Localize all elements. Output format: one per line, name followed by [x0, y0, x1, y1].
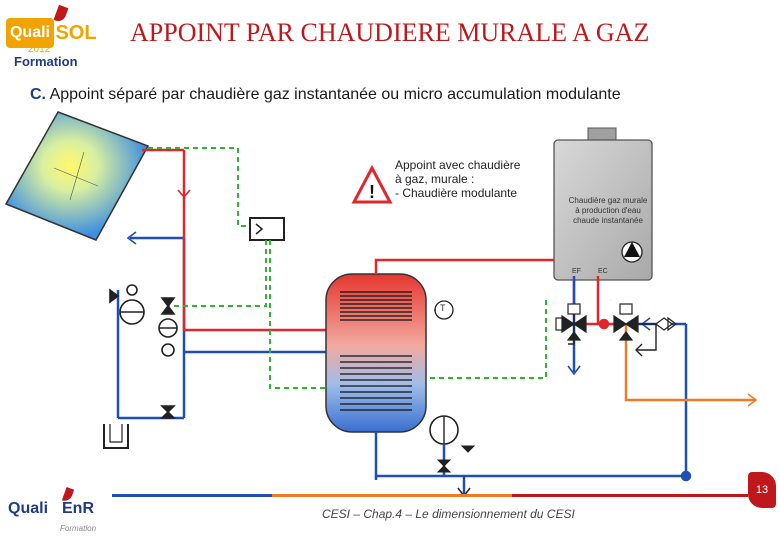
solar-controller	[249, 217, 285, 241]
boiler-sensor-line	[430, 300, 547, 379]
warning-symbol: !	[369, 182, 375, 202]
note-line: Appoint avec chaudière	[395, 158, 521, 172]
solar-station	[103, 284, 186, 449]
sensor-t-label: T	[440, 303, 446, 313]
collector-loop	[126, 148, 326, 354]
note-line: à gaz, murale :	[395, 172, 475, 186]
footer-divider-orange	[272, 494, 512, 497]
ef-label: EF	[572, 268, 581, 275]
logo2-formation: Formation	[60, 524, 97, 533]
page-number: 13	[748, 472, 776, 508]
collector-sensor-line	[148, 147, 256, 227]
footer-text: CESI – Chap.4 – Le dimensionnement du CE…	[322, 507, 575, 521]
logo2-quali: Quali	[8, 500, 49, 517]
footer-divider-red	[512, 494, 748, 497]
cold-water-feed	[374, 324, 692, 498]
qualienr-logo: Quali EnR Formation	[8, 487, 108, 538]
logo-sol: SOL	[54, 18, 98, 48]
controller-tank-sensor-line	[269, 240, 336, 389]
logo2-enr: EnR	[62, 500, 94, 517]
subtitle-prefix: C.	[30, 86, 46, 103]
appoint-note: Appoint avec chaudière à gaz, murale : -…	[395, 158, 545, 200]
boiler-label: Chaudière gaz murale à production d'eau …	[558, 196, 658, 226]
boiler-label-line: Chaudière gaz murale	[568, 196, 648, 205]
boiler-label-line: à production d'eau	[575, 206, 641, 215]
solar-storage-tank	[325, 273, 427, 433]
footer-divider-blue	[112, 494, 272, 497]
gas-boiler	[553, 127, 653, 281]
subtitle-text: Appoint séparé par chaudière gaz instant…	[46, 86, 621, 103]
ec-label: EC	[598, 268, 608, 275]
boiler-label-line: chaude instantanée	[573, 216, 643, 225]
logo-quali: Quali	[6, 18, 54, 48]
logo-year: 2012	[28, 44, 51, 55]
controller-pump-line	[168, 240, 267, 307]
boiler-valves	[567, 276, 758, 407]
qualisol-logo: Quali SOL 2012 Formation	[4, 4, 104, 70]
page-title: APPOINT PAR CHAUDIERE MURALE A GAZ	[130, 18, 650, 47]
page-subtitle: C. Appoint séparé par chaudière gaz inst…	[30, 86, 621, 104]
thermostatic-mixing-valves	[555, 303, 677, 341]
warning-icon	[351, 164, 393, 204]
note-line: - Chaudière modulante	[395, 186, 518, 200]
solar-collector	[4, 111, 150, 241]
logo-formation: Formation	[14, 54, 78, 69]
